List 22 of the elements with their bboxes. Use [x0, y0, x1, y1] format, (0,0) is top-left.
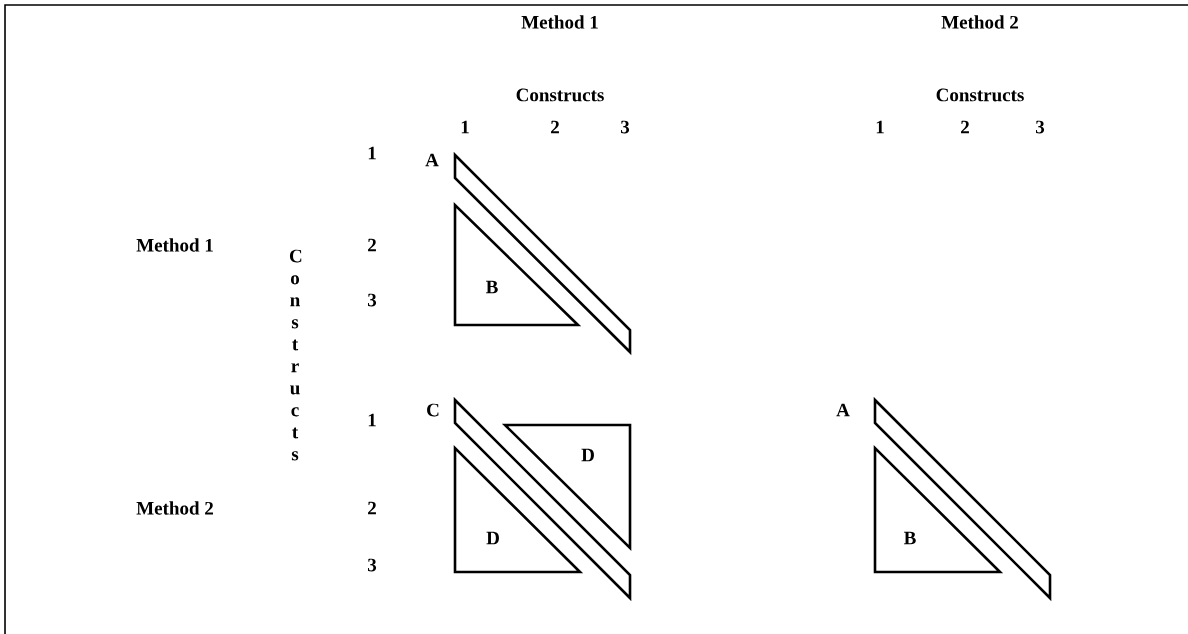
axis-title: Constructs: [936, 88, 1024, 102]
axis-title: Constructs: [289, 249, 302, 461]
node-label: C: [427, 403, 439, 417]
method-heading: Method 1: [521, 15, 598, 29]
row-number: 1: [368, 146, 376, 160]
method-heading: Method 1: [136, 238, 213, 252]
row-number: 3: [368, 293, 377, 307]
row-number: 2: [368, 501, 376, 515]
column-number: 3: [621, 120, 630, 134]
row-number: 2: [368, 238, 376, 252]
node-label: A: [425, 153, 439, 167]
column-number: 2: [961, 120, 969, 134]
axis-title: Constructs: [516, 88, 604, 102]
column-number: 2: [551, 120, 559, 134]
column-number: 3: [1036, 120, 1045, 134]
method-heading: Method 2: [136, 501, 213, 515]
row-number: 1: [368, 413, 376, 427]
node-label: A: [836, 403, 850, 417]
row-number: 3: [368, 558, 377, 572]
method-heading: Method 2: [941, 15, 1018, 29]
column-number: 1: [461, 120, 469, 134]
column-number: 1: [876, 120, 884, 134]
